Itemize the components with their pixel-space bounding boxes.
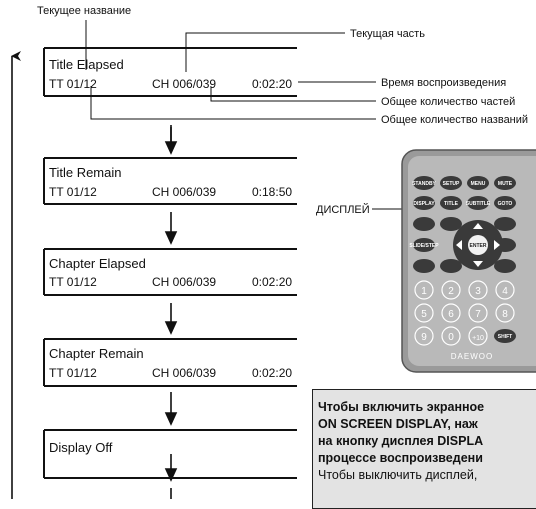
- annotation-display-button: ДИСПЛЕЙ: [316, 203, 370, 216]
- remote-label: SHIFT: [498, 334, 512, 340]
- remote-label: SUBTITLE: [466, 201, 491, 207]
- remote-label: ENTER: [470, 243, 487, 249]
- annotation-total-chapters: Общее количество частей: [381, 96, 515, 108]
- enter-button: [468, 235, 488, 255]
- time-value: 0:18:50: [252, 185, 292, 199]
- chapter-counter: CH 006/039: [152, 366, 216, 380]
- display-button: [413, 196, 435, 210]
- instruction-note: Чтобы включить экранное ON SCREEN DISPLA…: [312, 389, 536, 509]
- chapter-counter: CH 006/039: [152, 77, 216, 91]
- subtitle-button: [467, 196, 489, 210]
- remote-label: 8: [502, 309, 508, 320]
- annotation-current-title: Текущее название: [37, 5, 131, 17]
- mode-box-chapter-elapsed: Chapter Elapsed TT 01/12 CH 006/039 0:02…: [43, 248, 297, 296]
- mode-title: Chapter Elapsed: [49, 256, 146, 271]
- remote-label: GOTO: [498, 201, 513, 207]
- annotation-leaders: [85, 20, 376, 120]
- remote-label: MENU: [471, 181, 486, 187]
- remote-label: SLIDE/STEP: [409, 243, 439, 249]
- annotation-current-chapter: Текущая часть: [350, 28, 425, 40]
- remote-label: 0: [448, 332, 454, 343]
- standby-button: [413, 176, 435, 190]
- remote-label: 5: [421, 309, 427, 320]
- remote-label: 7: [475, 309, 481, 320]
- mode-box-chapter-remain: Chapter Remain TT 01/12 CH 006/039 0:02:…: [43, 338, 297, 387]
- remote-label: DISPLAY: [413, 201, 435, 207]
- flow-arrows: [164, 127, 178, 499]
- remote-label: 6: [448, 309, 454, 320]
- annotation-playback-time: Время воспроизведения: [381, 77, 506, 89]
- remote-label: 9: [421, 332, 427, 343]
- mode-box-title-elapsed: Title Elapsed TT 01/12 CH 006/039 0:02:2…: [43, 47, 297, 97]
- annotation-total-titles: Общее количество названий: [381, 114, 528, 126]
- note-line: Чтобы включить экранное: [318, 400, 485, 414]
- note-line: ON SCREEN DISPLAY, наж: [318, 417, 478, 431]
- remote-label: +10: [472, 335, 484, 342]
- menu-button: [467, 176, 489, 190]
- title-counter: TT 01/12: [49, 185, 97, 199]
- remote-brand-logo: DAEWOO: [451, 352, 493, 361]
- remote-label: 2: [448, 286, 454, 297]
- chapter-counter: CH 006/039: [152, 185, 216, 199]
- note-line: Чтобы выключить дисплей,: [318, 468, 478, 482]
- remote-label: TITLE: [444, 201, 459, 207]
- title-counter: TT 01/12: [49, 77, 97, 91]
- title-counter: TT 01/12: [49, 366, 97, 380]
- remote-label: 1: [421, 286, 427, 297]
- remote-label: STANDBY: [412, 181, 436, 187]
- chapter-counter: CH 006/039: [152, 275, 216, 289]
- goto-button: [494, 196, 516, 210]
- mute-button: [494, 176, 516, 190]
- remote-label: 3: [475, 286, 481, 297]
- remote-control-image: STANDBY SETUP MENU MUTE DISPLAY TITLE SU…: [401, 149, 536, 373]
- mode-box-title-remain: Title Remain TT 01/12 CH 006/039 0:18:50: [43, 157, 297, 205]
- remote-label: 4: [502, 286, 508, 297]
- remote-label: MUTE: [498, 181, 513, 187]
- mode-title: Chapter Remain: [49, 346, 144, 361]
- title-button: [440, 196, 462, 210]
- mode-title: Display Off: [49, 440, 113, 455]
- note-line: процессе воспроизведени: [318, 451, 483, 465]
- mode-title: Title Remain: [49, 165, 121, 180]
- remote-label: SETUP: [443, 181, 460, 187]
- time-value: 0:02:20: [252, 275, 292, 289]
- setup-button: [440, 176, 462, 190]
- note-line: на кнопку дисплея DISPLA: [318, 434, 484, 448]
- time-value: 0:02:20: [252, 366, 292, 380]
- time-value: 0:02:20: [252, 77, 292, 91]
- title-counter: TT 01/12: [49, 275, 97, 289]
